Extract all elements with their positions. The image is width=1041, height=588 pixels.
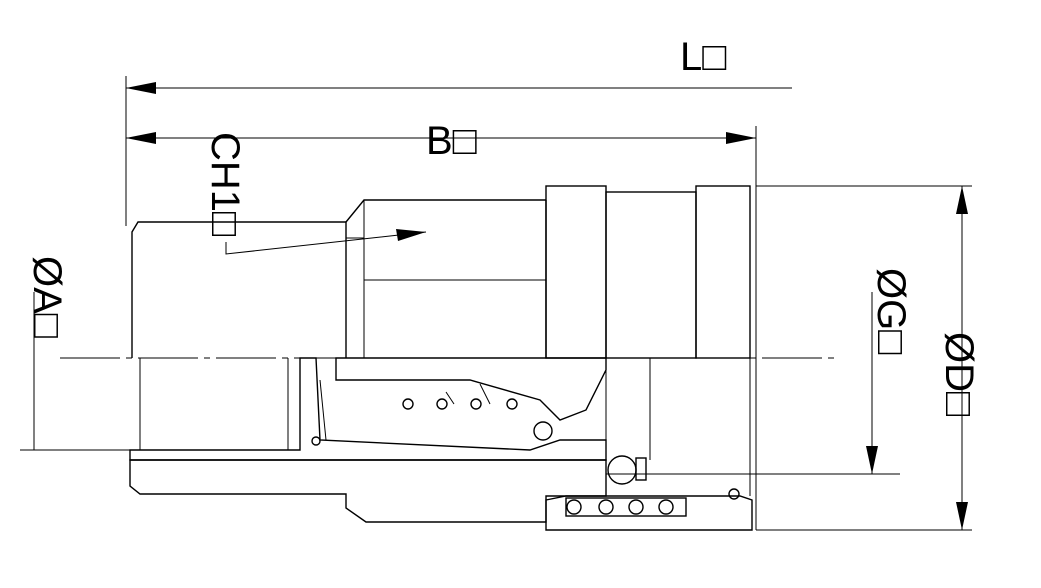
dim-label-L: L□ — [680, 35, 726, 79]
dim-label-dia-G: ØG□ — [869, 268, 913, 354]
dim-label-B: B□ — [426, 119, 477, 163]
dim-label-dia-A: ØA□ — [25, 256, 69, 338]
spring — [402, 383, 518, 410]
dim-label-CH1: CH1□ — [203, 132, 247, 236]
upper-external-view — [131, 185, 751, 359]
dimension-lines — [20, 76, 972, 531]
lower-section-view — [129, 357, 753, 531]
dim-label-dia-D: ØD□ — [937, 332, 981, 416]
